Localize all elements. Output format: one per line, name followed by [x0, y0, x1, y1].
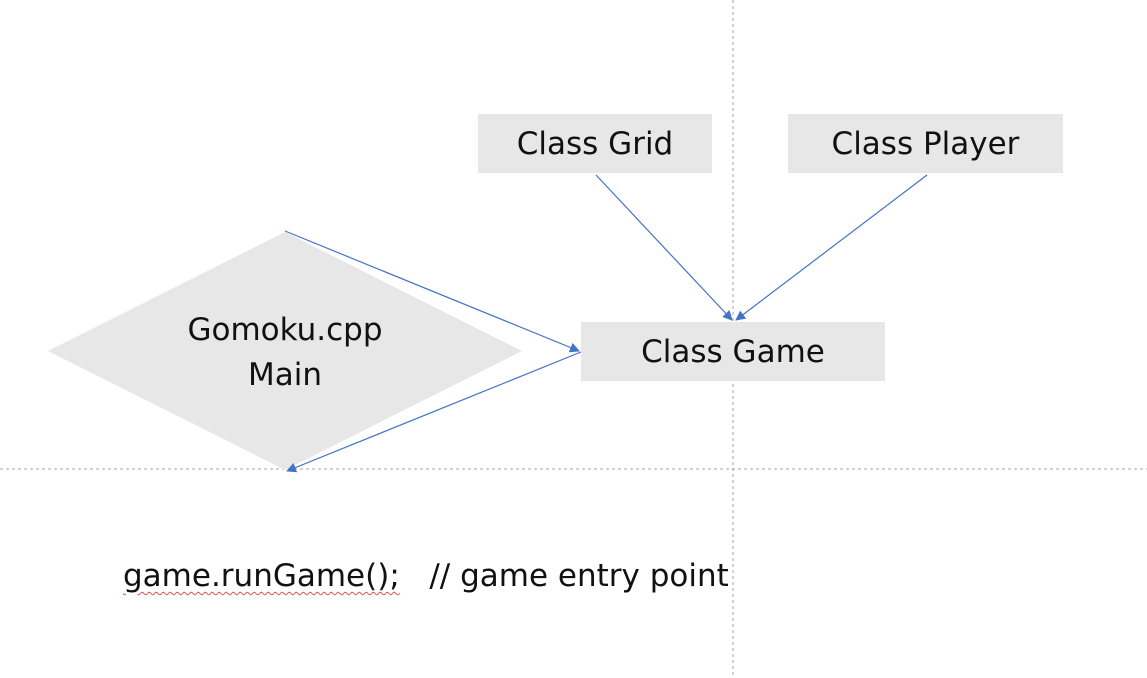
code-comment: // game entry point — [429, 558, 729, 594]
main-function-label: Main — [247, 357, 322, 393]
code-call: game.runGame(); — [123, 558, 400, 594]
code-separator — [400, 558, 430, 594]
code-snippet[interactable]: game.runGame(); // game entry point — [123, 558, 729, 594]
class-grid-label: Class Grid — [516, 125, 674, 162]
main-diamond-label: Gomoku.cpp Main — [130, 308, 440, 398]
main-diamond[interactable] — [48, 232, 522, 470]
arrow-player-to-game — [735, 174, 928, 321]
main-file-label: Gomoku.cpp — [187, 312, 383, 348]
class-grid-box[interactable]: Class Grid — [478, 114, 712, 173]
class-player-box[interactable]: Class Player — [788, 114, 1063, 173]
class-player-label: Class Player — [831, 125, 1020, 162]
arrow-main-to-game — [284, 230, 580, 353]
class-game-box[interactable]: Class Game — [581, 322, 885, 381]
class-game-label: Class Game — [641, 333, 825, 370]
arrow-grid-to-game — [595, 174, 733, 321]
arrow-game-to-main — [286, 351, 582, 473]
